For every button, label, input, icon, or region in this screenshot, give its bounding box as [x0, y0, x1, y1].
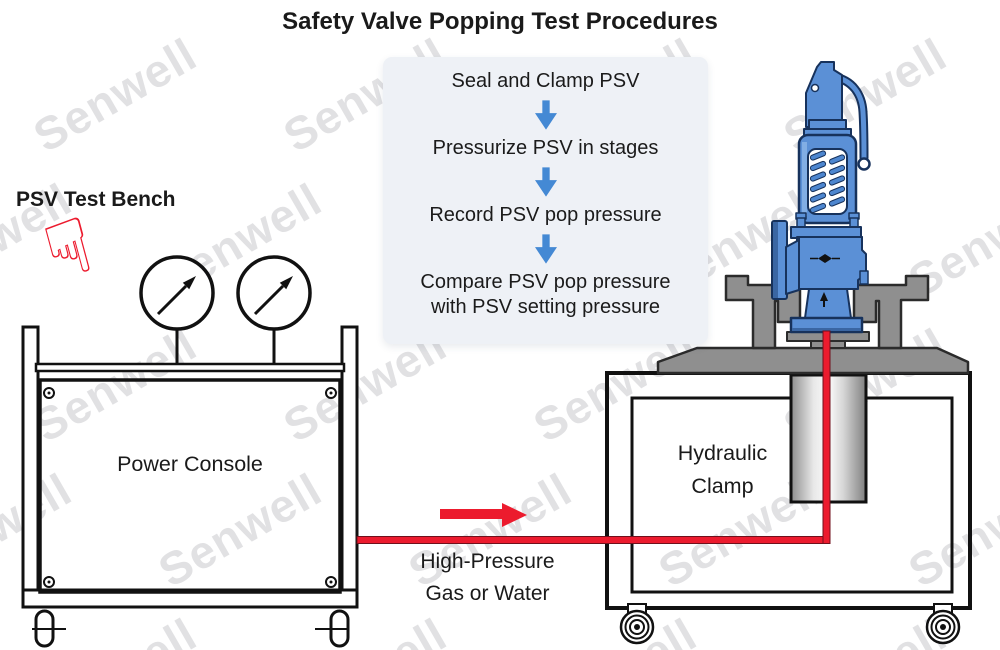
watermark-text: Senwell [24, 607, 205, 650]
page-title: Safety Valve Popping Test Procedures [282, 8, 718, 35]
procedure-panel: Seal and Clamp PSV Pressurize PSV in sta… [383, 57, 708, 344]
watermark-text: Senwell [0, 462, 81, 598]
pressure-medium-label: High-Pressure Gas or Water [360, 546, 615, 610]
down-arrow-icon [534, 167, 557, 197]
watermark-text: Senwell [149, 172, 331, 308]
watermark-text: Senwell [24, 27, 206, 163]
watermark-text: Senwell [149, 462, 331, 598]
watermark-text: Senwell [774, 317, 956, 453]
pressure-medium-label-line1: High-Pressure [420, 550, 555, 573]
watermark-text: Senwell [899, 462, 1000, 598]
procedure-step-4: Compare PSV pop pressure with PSV settin… [420, 271, 671, 318]
down-arrow-icon [534, 100, 557, 130]
pressure-medium-label-line2: Gas or Water [425, 582, 550, 605]
power-console-label: Power Console [117, 452, 263, 476]
hydraulic-clamp-label: Hydraulic Clamp [630, 437, 815, 503]
procedure-step-1: Seal and Clamp PSV [451, 70, 640, 92]
watermark-text: Senwell [524, 607, 705, 650]
test-bench-label: PSV Test Bench [16, 188, 176, 211]
watermark-text: Senwell [774, 27, 956, 163]
procedure-step-3: Record PSV pop pressure [429, 204, 662, 226]
hydraulic-clamp-label-line1: Hydraulic [677, 441, 768, 465]
down-arrow-icon [534, 234, 557, 264]
watermark-text: Senwell [274, 607, 455, 650]
procedure-step-2: Pressurize PSV in stages [432, 137, 659, 159]
watermark-text: Senwell [899, 172, 1000, 308]
hydraulic-clamp-label-line2: Clamp [691, 474, 754, 498]
watermark-text: Senwell [774, 607, 955, 650]
watermark-text: Senwell [24, 317, 206, 453]
